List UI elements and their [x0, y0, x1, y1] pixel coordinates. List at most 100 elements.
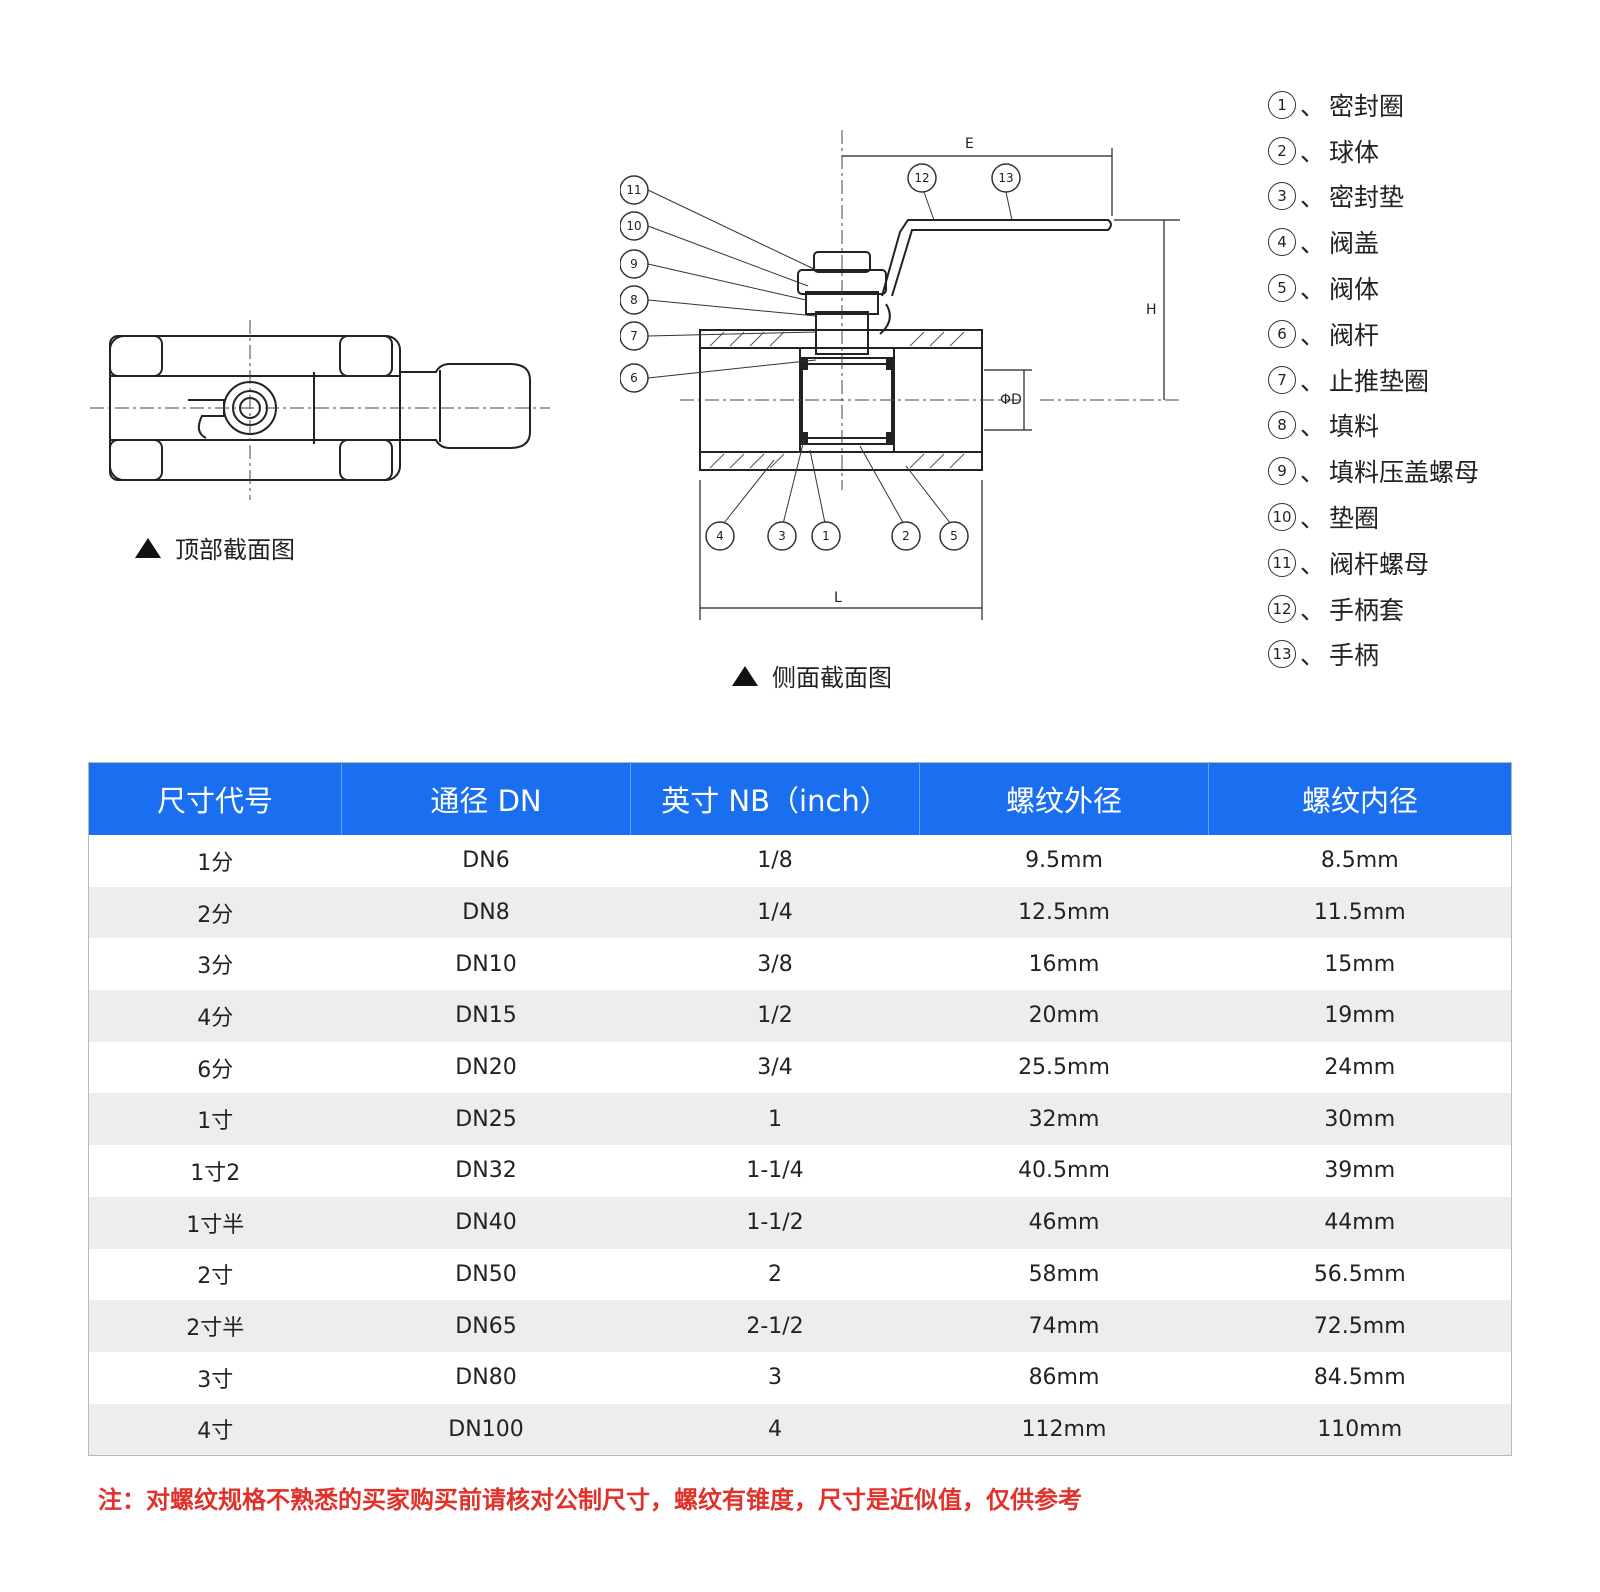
- table-cell: 1寸半: [88, 1196, 342, 1249]
- table-cell: 15mm: [1208, 938, 1512, 991]
- table-cell: 1寸2: [88, 1145, 342, 1197]
- table-cell: 20mm: [919, 990, 1209, 1042]
- side-view-caption: 侧面截面图: [732, 658, 892, 693]
- side-section-drawing: E H ΦD L 11 10 9 8 7 6 4 3 1: [620, 130, 1180, 620]
- callout-12: 12: [914, 171, 929, 185]
- table-cell: 72.5mm: [1208, 1300, 1512, 1352]
- legend-number: 3: [1268, 182, 1296, 211]
- table-cell: 84.5mm: [1208, 1351, 1512, 1404]
- table-cell: 4: [630, 1403, 920, 1456]
- callout-10: 10: [626, 219, 641, 233]
- legend-number: 13: [1268, 640, 1296, 669]
- legend-separator: 、: [1300, 229, 1326, 259]
- dim-label-d: ΦD: [1000, 392, 1022, 408]
- col-header-thread-id: 螺纹内径: [1208, 762, 1512, 835]
- table-cell: DN80: [341, 1351, 631, 1404]
- table-cell: DN100: [341, 1403, 631, 1456]
- col-header-size-code: 尺寸代号: [88, 762, 342, 835]
- legend-separator: 、: [1300, 641, 1326, 671]
- top-view-caption-text: 顶部截面图: [175, 536, 295, 564]
- legend-separator: 、: [1300, 504, 1326, 534]
- top-section-drawing: [90, 320, 550, 500]
- dim-label-e: E: [965, 136, 974, 152]
- legend-item: 3、密封垫: [1268, 174, 1479, 220]
- table-cell: 19mm: [1208, 990, 1512, 1042]
- legend-item: 6、阀杆: [1268, 311, 1479, 357]
- legend-number: 9: [1268, 457, 1296, 486]
- table-cell: DN25: [341, 1093, 631, 1146]
- callout-11: 11: [626, 183, 641, 197]
- table-cell: 44mm: [1208, 1196, 1512, 1249]
- legend-separator: 、: [1300, 91, 1326, 121]
- legend-label: 球体: [1329, 137, 1380, 167]
- table-cell: DN65: [341, 1300, 631, 1352]
- table-cell: DN40: [341, 1196, 631, 1249]
- table-cell: 1分: [88, 835, 342, 887]
- table-cell: 16mm: [919, 938, 1209, 991]
- table-cell: 56.5mm: [1208, 1248, 1512, 1301]
- table-cell: 3寸: [88, 1351, 342, 1404]
- legend-separator: 、: [1300, 137, 1326, 167]
- legend-number: 1: [1268, 90, 1296, 119]
- legend-label: 填料: [1329, 412, 1380, 442]
- legend-number: 2: [1268, 136, 1296, 165]
- legend-item: 8、填料: [1268, 403, 1479, 449]
- callout-9: 9: [630, 257, 638, 271]
- table-cell: 9.5mm: [919, 835, 1209, 887]
- table-cell: 40.5mm: [919, 1145, 1209, 1197]
- table-cell: 4寸: [88, 1403, 342, 1456]
- table-cell: 1/4: [630, 886, 920, 939]
- table-cell: 4分: [88, 990, 342, 1042]
- table-cell: 2-1/2: [630, 1300, 920, 1352]
- callout-1: 1: [822, 529, 830, 543]
- legend-item: 7、止推垫圈: [1268, 357, 1479, 403]
- table-cell: 2: [630, 1248, 920, 1301]
- table-cell: 1: [630, 1093, 920, 1146]
- legend-item: 2、球体: [1268, 128, 1479, 174]
- table-cell: 1/8: [630, 835, 920, 887]
- legend-label: 密封圈: [1329, 91, 1405, 121]
- table-cell: 6分: [88, 1041, 342, 1094]
- legend-label: 阀体: [1329, 275, 1380, 305]
- callout-3: 3: [778, 529, 786, 543]
- legend-label: 垫圈: [1329, 504, 1380, 534]
- legend-separator: 、: [1300, 412, 1326, 442]
- top-view-caption: 顶部截面图: [135, 530, 295, 565]
- table-cell: 25.5mm: [919, 1041, 1209, 1094]
- legend-separator: 、: [1300, 366, 1326, 396]
- legend-label: 手柄套: [1329, 595, 1405, 625]
- triangle-icon: [135, 537, 161, 558]
- legend-label: 填料压盖螺母: [1329, 458, 1480, 488]
- legend-separator: 、: [1300, 183, 1326, 213]
- col-header-inch: 英寸 NB（inch）: [630, 762, 920, 835]
- table-cell: 74mm: [919, 1300, 1209, 1352]
- table-cell: 46mm: [919, 1196, 1209, 1249]
- legend-label: 阀盖: [1329, 229, 1380, 259]
- side-view-caption-text: 侧面截面图: [772, 664, 892, 692]
- legend-item: 12、手柄套: [1268, 586, 1479, 632]
- table-cell: DN8: [341, 886, 631, 939]
- callout-6: 6: [630, 371, 638, 385]
- table-cell: 11.5mm: [1208, 886, 1512, 939]
- legend-separator: 、: [1300, 275, 1326, 305]
- callout-4: 4: [716, 529, 724, 543]
- table-cell: 3/8: [630, 938, 920, 991]
- dim-label-l: L: [834, 590, 842, 606]
- table-cell: DN10: [341, 938, 631, 991]
- legend-separator: 、: [1300, 549, 1326, 579]
- table-cell: 1-1/2: [630, 1196, 920, 1249]
- callout-5: 5: [950, 529, 958, 543]
- legend-label: 手柄: [1329, 641, 1380, 671]
- legend-number: 10: [1268, 503, 1296, 532]
- table-cell: 1寸: [88, 1093, 342, 1146]
- callout-13: 13: [998, 171, 1013, 185]
